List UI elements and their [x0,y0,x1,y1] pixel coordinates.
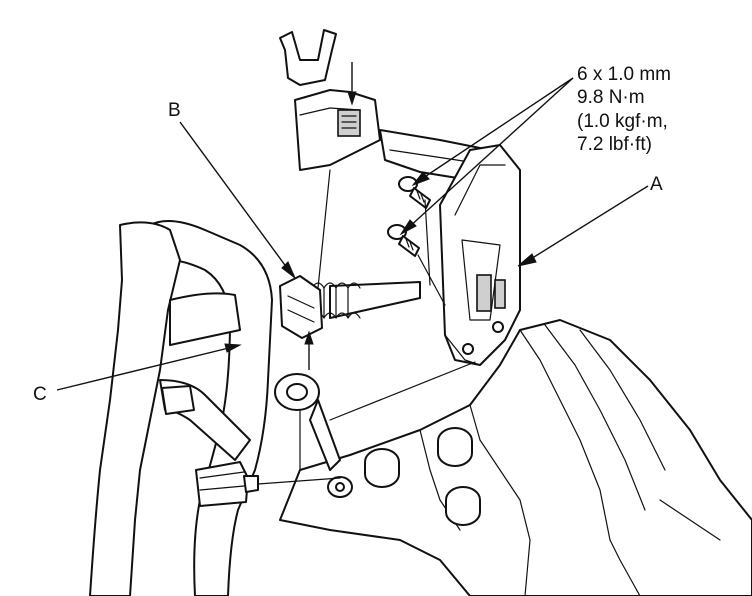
hose-clip-left [161,385,195,415]
connector-clip [279,29,381,171]
casting-bolt-1 [364,448,400,488]
lower-mount [274,373,341,471]
leader-c [56,343,242,391]
casting-bolt-3 [445,486,481,526]
torque-spec-line1: 6 x 1.0 mm [577,64,671,85]
alignment-lines [257,169,476,485]
leader-a [517,185,649,267]
hose-left-large [89,221,181,596]
label-c: C [33,384,47,405]
hose-back [169,292,241,346]
leader-spec [399,77,574,236]
mount-bolt-lower [387,224,420,257]
torque-spec-line2: 9.8 N·m [577,87,645,108]
torque-spec-line4: 7.2 lbf·ft) [577,134,652,155]
clamp-b [279,275,323,370]
label-b: B [168,100,181,121]
torque-spec-line3: (1.0 kgf·m, [577,111,668,132]
hose-clamp [195,461,259,507]
bracket-a [439,144,521,366]
leader-b [179,121,296,279]
casting-bolt-2 [437,427,473,467]
torque-spec: 6 x 1.0 mm 9.8 N·m (1.0 kgf·m, 7.2 lbf·f… [577,64,671,155]
lower-ring-terminal [327,476,353,498]
label-a: A [650,174,663,195]
engine-casting [279,319,752,596]
